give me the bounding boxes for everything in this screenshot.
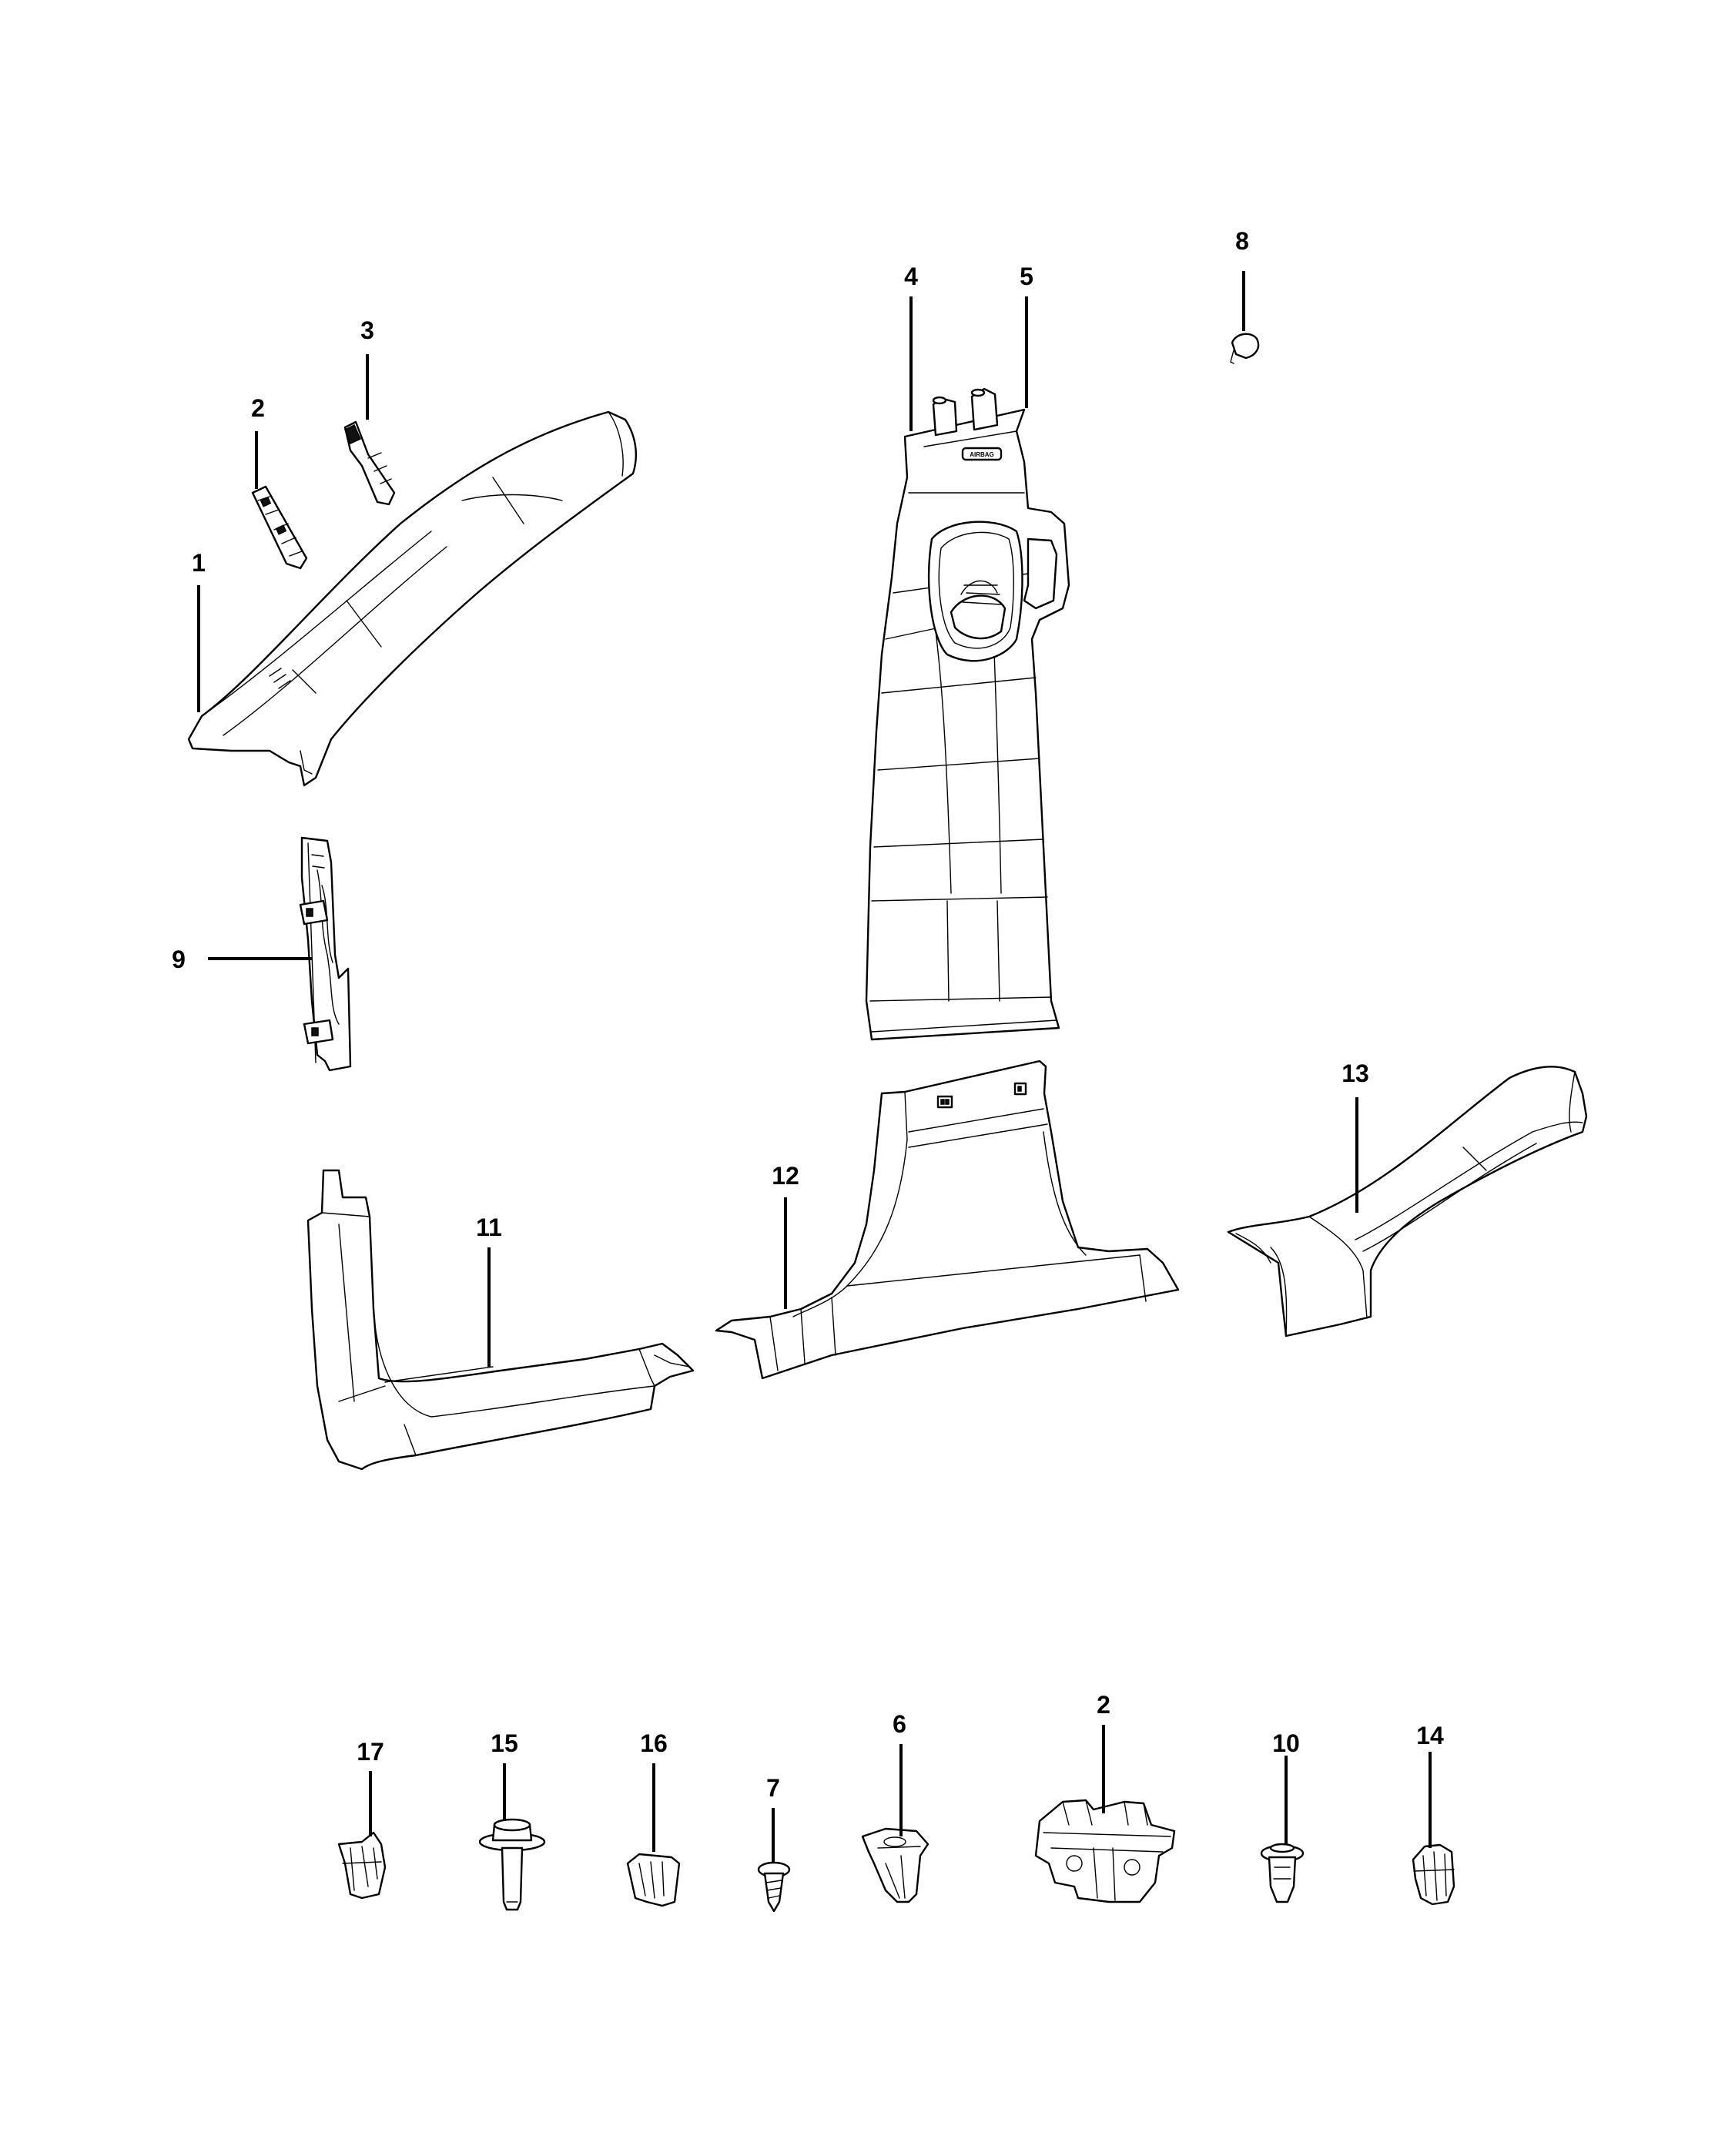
callout-15: 15 xyxy=(491,1729,518,1757)
part-7-screw xyxy=(757,1861,791,1913)
part-14-clip xyxy=(1412,1843,1455,1906)
callout-14: 14 xyxy=(1416,1722,1444,1749)
leader-lines xyxy=(197,271,1432,1862)
airbag-badge: AIRBAG xyxy=(970,451,994,458)
callout-13: 13 xyxy=(1341,1060,1369,1087)
part-6-nut-clip xyxy=(861,1827,929,1903)
part-1-a-pillar-trim xyxy=(187,410,638,787)
callout-16: 16 xyxy=(640,1729,668,1757)
callout-labels: 1 2 3 4 5 8 9 11 12 13 17 15 16 7 6 2 10… xyxy=(172,227,1444,1802)
callout-3: 3 xyxy=(360,316,374,344)
callout-1: 1 xyxy=(192,549,206,577)
callout-12: 12 xyxy=(772,1162,799,1190)
callout-4: 4 xyxy=(904,263,918,290)
callout-10: 10 xyxy=(1272,1729,1300,1757)
callout-5: 5 xyxy=(1020,263,1033,290)
part-17-clip xyxy=(337,1831,387,1900)
part-4-5-b-pillar-upper-trim: AIRBAG xyxy=(865,387,1070,1041)
callout-17: 17 xyxy=(357,1738,384,1766)
part-8-plug xyxy=(1230,333,1260,364)
part-3-clip xyxy=(343,420,396,506)
part-15-bolt xyxy=(478,1818,546,1911)
callout-7: 7 xyxy=(766,1774,780,1802)
callout-6: 6 xyxy=(893,1710,906,1738)
part-2-clip-bottom xyxy=(1034,1799,1176,1903)
part-11-lower-trim xyxy=(306,1169,695,1471)
callout-11: 11 xyxy=(476,1214,502,1241)
callout-2-top: 2 xyxy=(251,394,265,422)
callout-2-bottom: 2 xyxy=(1097,1691,1110,1719)
part-2-clip-top xyxy=(251,485,308,570)
callout-9: 9 xyxy=(172,946,186,973)
part-9-bracket xyxy=(299,836,352,1072)
callout-8: 8 xyxy=(1235,227,1249,255)
part-10-push-pin xyxy=(1260,1843,1305,1903)
part-16-clip xyxy=(626,1853,681,1907)
part-12-b-pillar-lower-trim xyxy=(715,1060,1180,1380)
part-13-quarter-trim xyxy=(1227,1066,1588,1337)
